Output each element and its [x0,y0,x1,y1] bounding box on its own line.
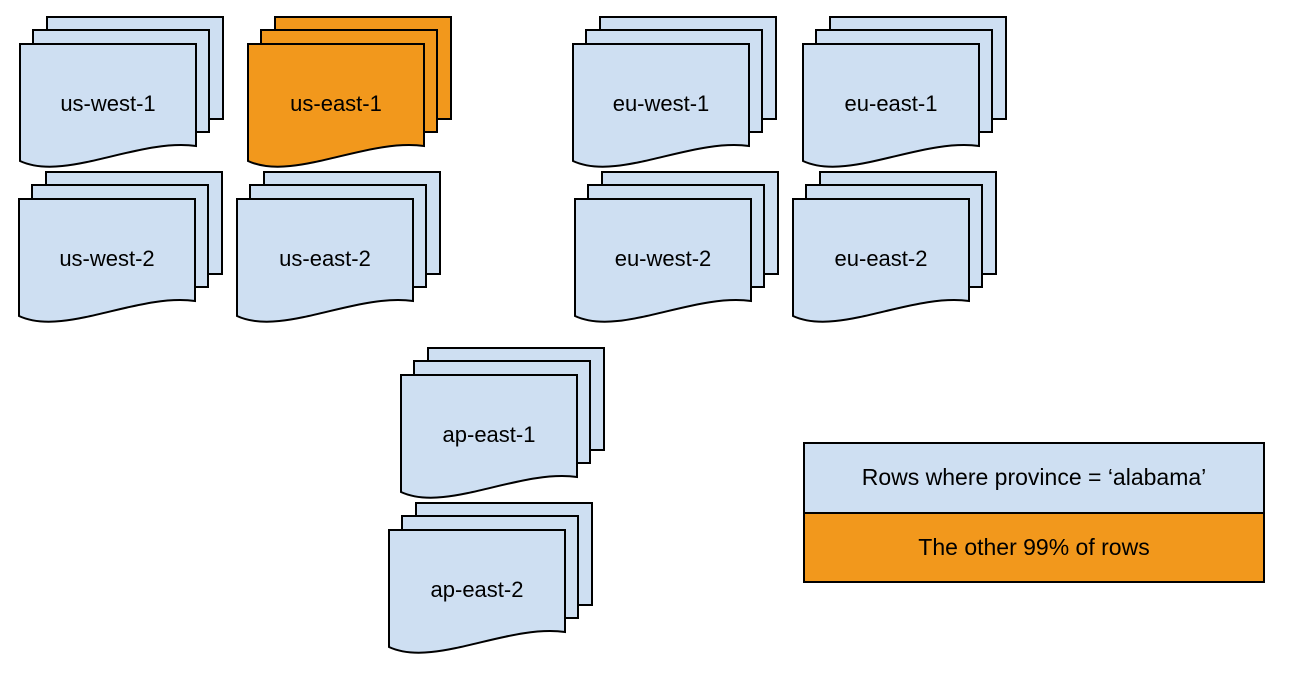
region-stack-ap-east-2: ap-east-2 [387,501,595,661]
region-stack-us-west-2: us-west-2 [17,170,225,330]
legend-row-label: The other 99% of rows [918,533,1150,560]
region-stack-us-east-2: us-east-2 [235,170,443,330]
document-stack-icon [246,15,454,175]
legend-row-label: Rows where province = ‘alabama’ [861,464,1207,491]
document-stack-icon [573,170,781,330]
document-stack-icon [791,170,999,330]
region-stack-us-west-1: us-west-1 [18,15,226,175]
region-stack-ap-east-1: ap-east-1 [399,346,607,506]
region-stack-eu-east-2: eu-east-2 [791,170,999,330]
legend: Rows where province = ‘alabama’ The othe… [803,442,1265,583]
region-stack-eu-west-2: eu-west-2 [573,170,781,330]
document-stack-icon [18,15,226,175]
document-stack-icon [387,501,595,661]
document-stack-icon [571,15,779,175]
region-stack-eu-west-1: eu-west-1 [571,15,779,175]
document-stack-icon [801,15,1009,175]
document-stack-icon [17,170,225,330]
legend-row-other-rows: The other 99% of rows [805,511,1263,581]
document-stack-icon [235,170,443,330]
legend-row-alabama: Rows where province = ‘alabama’ [805,444,1263,512]
document-stack-icon [399,346,607,506]
region-stack-eu-east-1: eu-east-1 [801,15,1009,175]
region-stack-us-east-1: us-east-1 [246,15,454,175]
